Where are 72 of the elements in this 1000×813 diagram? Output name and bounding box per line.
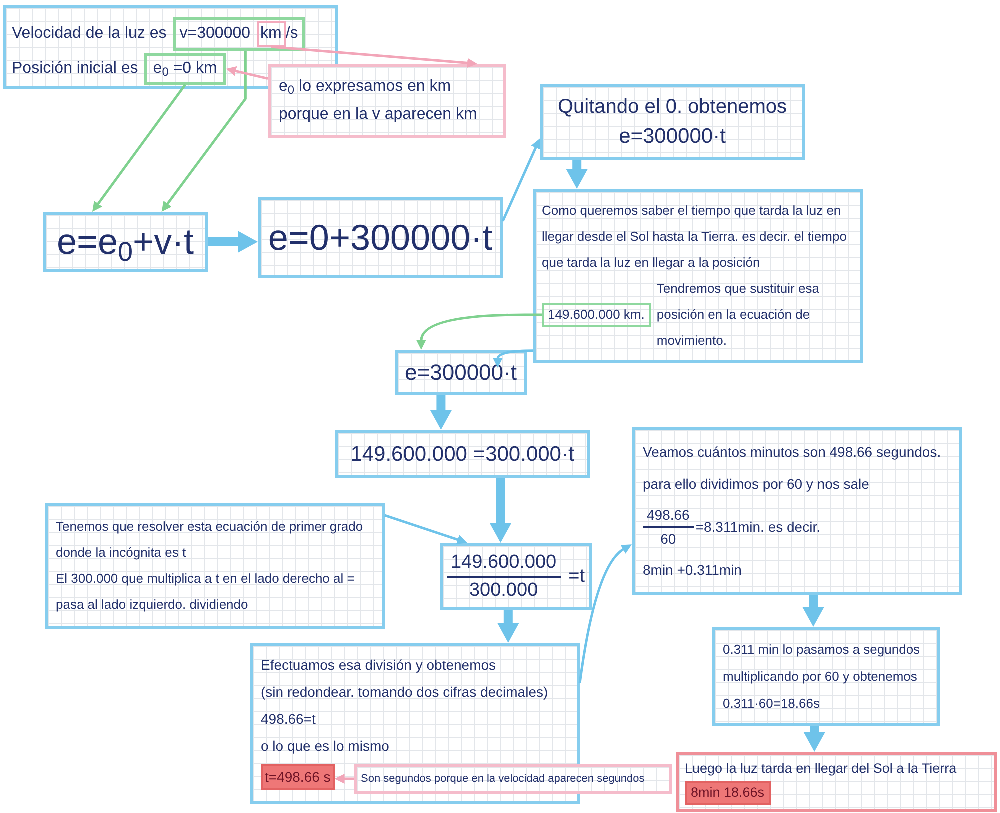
arrow (334, 774, 354, 784)
arrow (384, 514, 468, 545)
arrow (271, 46, 478, 68)
equation: =8.311min. es decir. (696, 518, 820, 537)
explanation-box (45, 503, 385, 629)
explanation-text: o lo que es lo mismo (261, 738, 390, 754)
equation: 498.66=t (261, 711, 316, 727)
highlight-box (256, 21, 286, 47)
arrow (416, 314, 542, 350)
equation: e$_{0}$ =0 km (153, 60, 218, 77)
statement-text: Posición inicial es (12, 59, 138, 79)
explanation-box (540, 84, 805, 160)
result-text: 8min 18.66s (691, 785, 765, 800)
denominator: 300.000 (468, 578, 540, 602)
explanation-text: Efectuamos esa división y obtenemos (261, 657, 496, 673)
explanation-text: Veamos cuántos minutos son 498.66 segundos. para ello dividimos por 60 y nos sale (643, 444, 942, 492)
equation-box (335, 430, 590, 478)
result-box (261, 764, 335, 790)
conclusion-text: Luego la luz tarda en llegar del Sol a la Tierra (685, 761, 957, 776)
block-arrow (490, 478, 512, 543)
explanation-text: El 300.000 que multiplica a t en el lado derecho al = pasa al lado izquierdo. dividiendo (56, 571, 355, 612)
block-arrow (802, 595, 824, 627)
arrow (502, 138, 540, 222)
conclusion-box (676, 752, 997, 812)
equation: v=300000 (180, 24, 251, 44)
denominator: 60 (660, 530, 678, 549)
equation: e=300000·t (405, 360, 517, 384)
equation: =t (568, 564, 586, 588)
result-text: t=498.66 s (265, 769, 331, 785)
arrow (92, 84, 186, 212)
equation: e=0+300000·t (268, 216, 493, 258)
note-box (354, 764, 672, 794)
equation: e=300000·t (619, 125, 726, 148)
highlight-box (172, 17, 306, 51)
equation-box (43, 212, 208, 272)
arrow (493, 350, 534, 368)
highlight-box (144, 53, 226, 85)
highlight-box (542, 303, 651, 327)
result-box (685, 781, 771, 805)
unit-text: km (260, 25, 282, 42)
equation-box (395, 350, 527, 395)
block-arrow (804, 726, 826, 752)
block-arrow (430, 395, 452, 430)
explanation-box (712, 627, 940, 726)
explanation-text: (sin redondear. tomando dos cifras decimales) (261, 684, 548, 700)
block-arrow (566, 160, 588, 189)
equation-box (440, 543, 592, 610)
explanation-text: 0.311 min lo pasamos a segundos multiplicando por 60 y obtenemos (723, 642, 920, 684)
arrow (226, 66, 268, 80)
quantity-text: 149.600.000 km. (548, 307, 645, 322)
unit-text: /s (286, 24, 298, 44)
explanation-text: Tenemos que resolver esta ecuación de primer grado donde la incógnita es t (56, 519, 364, 560)
explanation-text: Tendremos que sustituir esa posición en la ecuación de movimiento. (656, 280, 820, 350)
explanation-box (632, 427, 962, 595)
explanation-text: Quitando el 0. obtenemos (558, 96, 788, 118)
arrow (162, 51, 247, 212)
note-text: Son segundos porque en la velocidad aparecen segundos (361, 772, 645, 785)
note-box (268, 64, 506, 138)
block-arrow (208, 231, 258, 253)
equation: 0.311·60=18.66s (723, 696, 820, 711)
equation-box (258, 197, 503, 278)
statement-text: Velocidad de la luz es (12, 24, 167, 44)
numerator: 498.66 (646, 506, 691, 525)
arrow (578, 544, 632, 684)
equation: 149.600.000 =300.000·t (350, 442, 574, 466)
equation: 8min +0.311min (643, 562, 742, 578)
explanation-box (533, 189, 863, 363)
note-text: e$_{0}$ lo expresamos en km porque en la v aparecen km (279, 78, 478, 123)
numerator: 149.600.000 (450, 550, 558, 574)
explanation-text: Como queremos saber el tiempo que tarda la luz en llegar desde el Sol hasta la Tierra. es decir. el tiempo que tarda la luz en llegar a la posición (542, 203, 847, 270)
block-arrow (497, 610, 520, 643)
equation: e=e$_{0}$+v·t (56, 221, 194, 262)
